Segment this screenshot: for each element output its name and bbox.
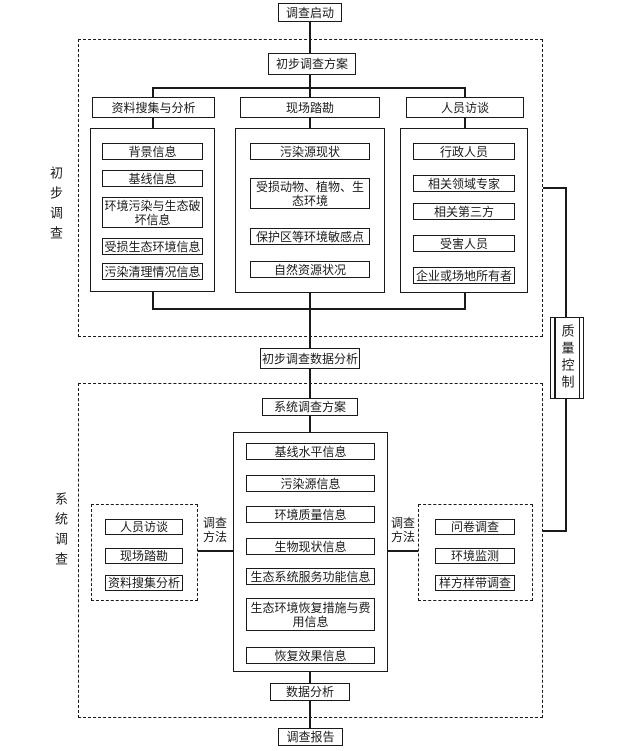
connector-line xyxy=(152,87,154,98)
column-header-interviews: 人员访谈 xyxy=(406,97,524,118)
connector-line xyxy=(309,75,311,98)
flow-node: 相关第三方 xyxy=(413,203,515,220)
flow-node: 生物现状信息 xyxy=(246,538,375,555)
flow-node: 环境质量信息 xyxy=(246,506,375,523)
connector-line xyxy=(153,87,466,89)
connector-line xyxy=(309,293,311,348)
connector-line xyxy=(464,293,466,310)
flow-node: 行政人员 xyxy=(413,143,515,160)
flow-node: 环境污染与生态破坏信息 xyxy=(102,197,203,228)
qc-inner-border xyxy=(578,318,580,398)
qc-label: 质量控制 xyxy=(559,324,575,392)
flow-node: 基线信息 xyxy=(102,170,203,187)
connector-line xyxy=(309,21,311,54)
phase1-side-label: 初步调查 xyxy=(48,166,63,246)
flow-node: 基线水平信息 xyxy=(246,443,375,460)
right-methods-dashed-group xyxy=(418,504,533,601)
flow-node: 环境监测 xyxy=(435,548,515,564)
connector-line xyxy=(309,118,311,129)
flow-node: 保护区等环境敏感点 xyxy=(250,228,370,245)
node-preliminary-data-analysis: 初步调查数据分析 xyxy=(260,348,360,369)
connector-line xyxy=(309,672,311,684)
connector-line xyxy=(464,87,466,98)
flow-node: 生态系统服务功能信息 xyxy=(246,568,375,585)
node-quality-control: 质量控制 xyxy=(550,317,584,399)
flow-node: 企业或场地所有者 xyxy=(413,267,515,284)
connector-line xyxy=(388,550,418,552)
flow-node: 问卷调查 xyxy=(435,519,515,535)
left-methods-dashed-group xyxy=(91,504,198,601)
connector-line xyxy=(152,292,154,310)
flow-node: 生态环境恢复措施与费用信息 xyxy=(246,598,375,631)
flow-node: 相关领域专家 xyxy=(413,175,515,192)
flow-node: 资料搜集分析 xyxy=(105,575,183,591)
left-methods-label: 调查方法 xyxy=(202,516,227,544)
connector-line xyxy=(309,701,311,728)
connector-line xyxy=(152,118,154,129)
flow-node: 受损生态环境信息 xyxy=(102,238,203,255)
flow-node: 受损动物、植物、生态环境 xyxy=(250,178,370,209)
qc-bracket-line xyxy=(543,530,567,532)
node-data-analysis: 数据分析 xyxy=(270,683,350,701)
flow-node: 受害人员 xyxy=(413,235,515,252)
qc-bracket-line xyxy=(565,399,567,532)
flow-node: 污染清理情况信息 xyxy=(102,263,203,280)
node-preliminary-plan: 初步调查方案 xyxy=(268,53,356,75)
qc-bracket-line xyxy=(565,187,567,317)
flow-node: 现场踏勘 xyxy=(105,548,183,564)
connector-line xyxy=(309,369,311,399)
connector-line xyxy=(464,118,466,129)
flow-node: 人员访谈 xyxy=(105,519,183,535)
phase2-side-label: 系统调查 xyxy=(53,492,68,572)
flow-node: 恢复效果信息 xyxy=(246,647,375,664)
flow-node: 样方样带调查 xyxy=(435,575,515,591)
flow-node: 背景信息 xyxy=(102,143,203,160)
qc-inner-border xyxy=(554,318,556,398)
connector-line xyxy=(309,416,311,432)
connector-line xyxy=(198,550,233,552)
flow-node: 污染源现状 xyxy=(250,143,370,160)
node-start: 调查启动 xyxy=(278,3,342,22)
node-report: 调查报告 xyxy=(278,728,343,746)
flow-node: 污染源信息 xyxy=(246,475,375,492)
column-header-data-collection: 资料搜集与分析 xyxy=(92,97,215,118)
node-system-plan: 系统调查方案 xyxy=(262,398,358,416)
qc-bracket-line xyxy=(543,187,567,189)
flow-node: 自然资源状况 xyxy=(250,261,370,278)
right-methods-label: 调查方法 xyxy=(390,516,415,544)
column-header-site-survey: 现场踏勘 xyxy=(240,97,380,118)
